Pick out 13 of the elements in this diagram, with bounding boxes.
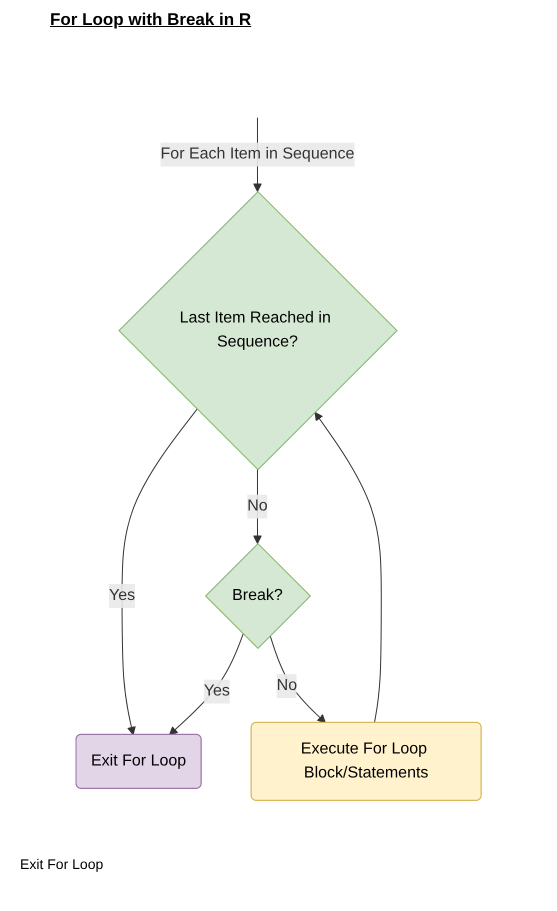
- arrow: [121, 408, 198, 736]
- edge-label: No: [276, 677, 298, 694]
- arrow: [168, 634, 244, 736]
- edge-label: Yes: [108, 587, 136, 604]
- arrow: [314, 412, 382, 724]
- edge-label: Yes: [204, 682, 230, 700]
- edge-label: No: [247, 498, 268, 515]
- node-diamond: Last Item Reached in Sequence?: [118, 190, 398, 470]
- note-text: Exit For Loop: [20, 856, 104, 872]
- diagram-title: For Loop with Break in R: [50, 10, 252, 30]
- node-diamond: Break?: [204, 542, 311, 650]
- arrow: [270, 635, 326, 724]
- edge-label: For Each Item in Sequence: [160, 146, 354, 163]
